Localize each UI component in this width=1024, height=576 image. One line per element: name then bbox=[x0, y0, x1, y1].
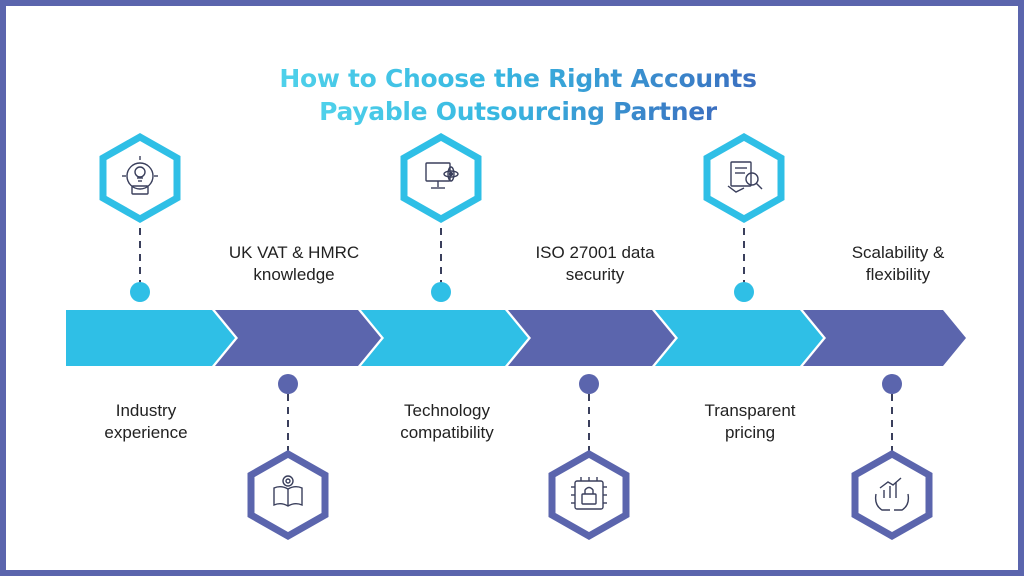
step-6-label-line-1: Scalability & bbox=[851, 243, 945, 262]
step-5-hexagon bbox=[703, 132, 785, 224]
step-6-label: Scalability & flexibility bbox=[818, 242, 978, 286]
step-4-label-line-1: ISO 27001 data bbox=[535, 243, 655, 262]
step-5-label: Transparent pricing bbox=[670, 400, 830, 444]
arrow-segment-6 bbox=[803, 310, 966, 366]
step-2-label-line-1: UK VAT & HMRC bbox=[228, 243, 360, 262]
arrow-segment-5 bbox=[655, 310, 823, 366]
timeline-diagram bbox=[66, 132, 966, 541]
arrow-segment-1 bbox=[66, 310, 235, 366]
step-5-label-line-1: Transparent bbox=[704, 401, 796, 420]
step-1-label-line-2: experience bbox=[104, 423, 188, 442]
document-handshake-icon bbox=[727, 161, 763, 193]
step-4-label: ISO 27001 data security bbox=[515, 242, 675, 286]
page-title: How to Choose the Right Accounts Payable… bbox=[6, 62, 1024, 128]
step-5-connector bbox=[734, 215, 754, 302]
computer-atom-icon bbox=[425, 162, 459, 189]
step-3-label-line-1: Technology bbox=[403, 401, 490, 420]
step-2-connector bbox=[278, 374, 298, 458]
step-6-hexagon bbox=[851, 449, 933, 541]
gear-lightbulb-icon bbox=[122, 156, 158, 195]
step-5-label-line-2: pricing bbox=[724, 423, 776, 442]
step-3-label-line-2: compatibility bbox=[400, 423, 494, 442]
step-3-connector bbox=[431, 215, 451, 302]
arrow-segment-2 bbox=[215, 310, 381, 366]
chip-lock-icon bbox=[571, 477, 607, 510]
step-1-connector bbox=[130, 215, 150, 302]
step-4-hexagon bbox=[548, 449, 630, 541]
step-6-connector bbox=[882, 374, 902, 458]
step-3-hexagon bbox=[400, 132, 482, 224]
step-1-label-line-1: Industry bbox=[115, 401, 177, 420]
step-4-label-line-2: security bbox=[565, 265, 625, 284]
step-6-label-line-2: flexibility bbox=[865, 265, 931, 284]
step-3-label: Technology compatibility bbox=[367, 400, 527, 444]
step-2-label: UK VAT & HMRC knowledge bbox=[214, 242, 374, 286]
step-4-connector bbox=[579, 374, 599, 458]
book-gear-icon bbox=[273, 475, 303, 507]
step-1-label: Industry experience bbox=[66, 400, 226, 444]
hands-growth-chart-icon bbox=[874, 477, 910, 511]
title-line-2: Payable Outsourcing Partner bbox=[319, 97, 717, 126]
arrow-segment-3 bbox=[361, 310, 528, 366]
arrow-segment-4 bbox=[508, 310, 675, 366]
title-line-1: How to Choose the Right Accounts bbox=[279, 64, 757, 93]
step-2-label-line-2: knowledge bbox=[253, 265, 335, 284]
